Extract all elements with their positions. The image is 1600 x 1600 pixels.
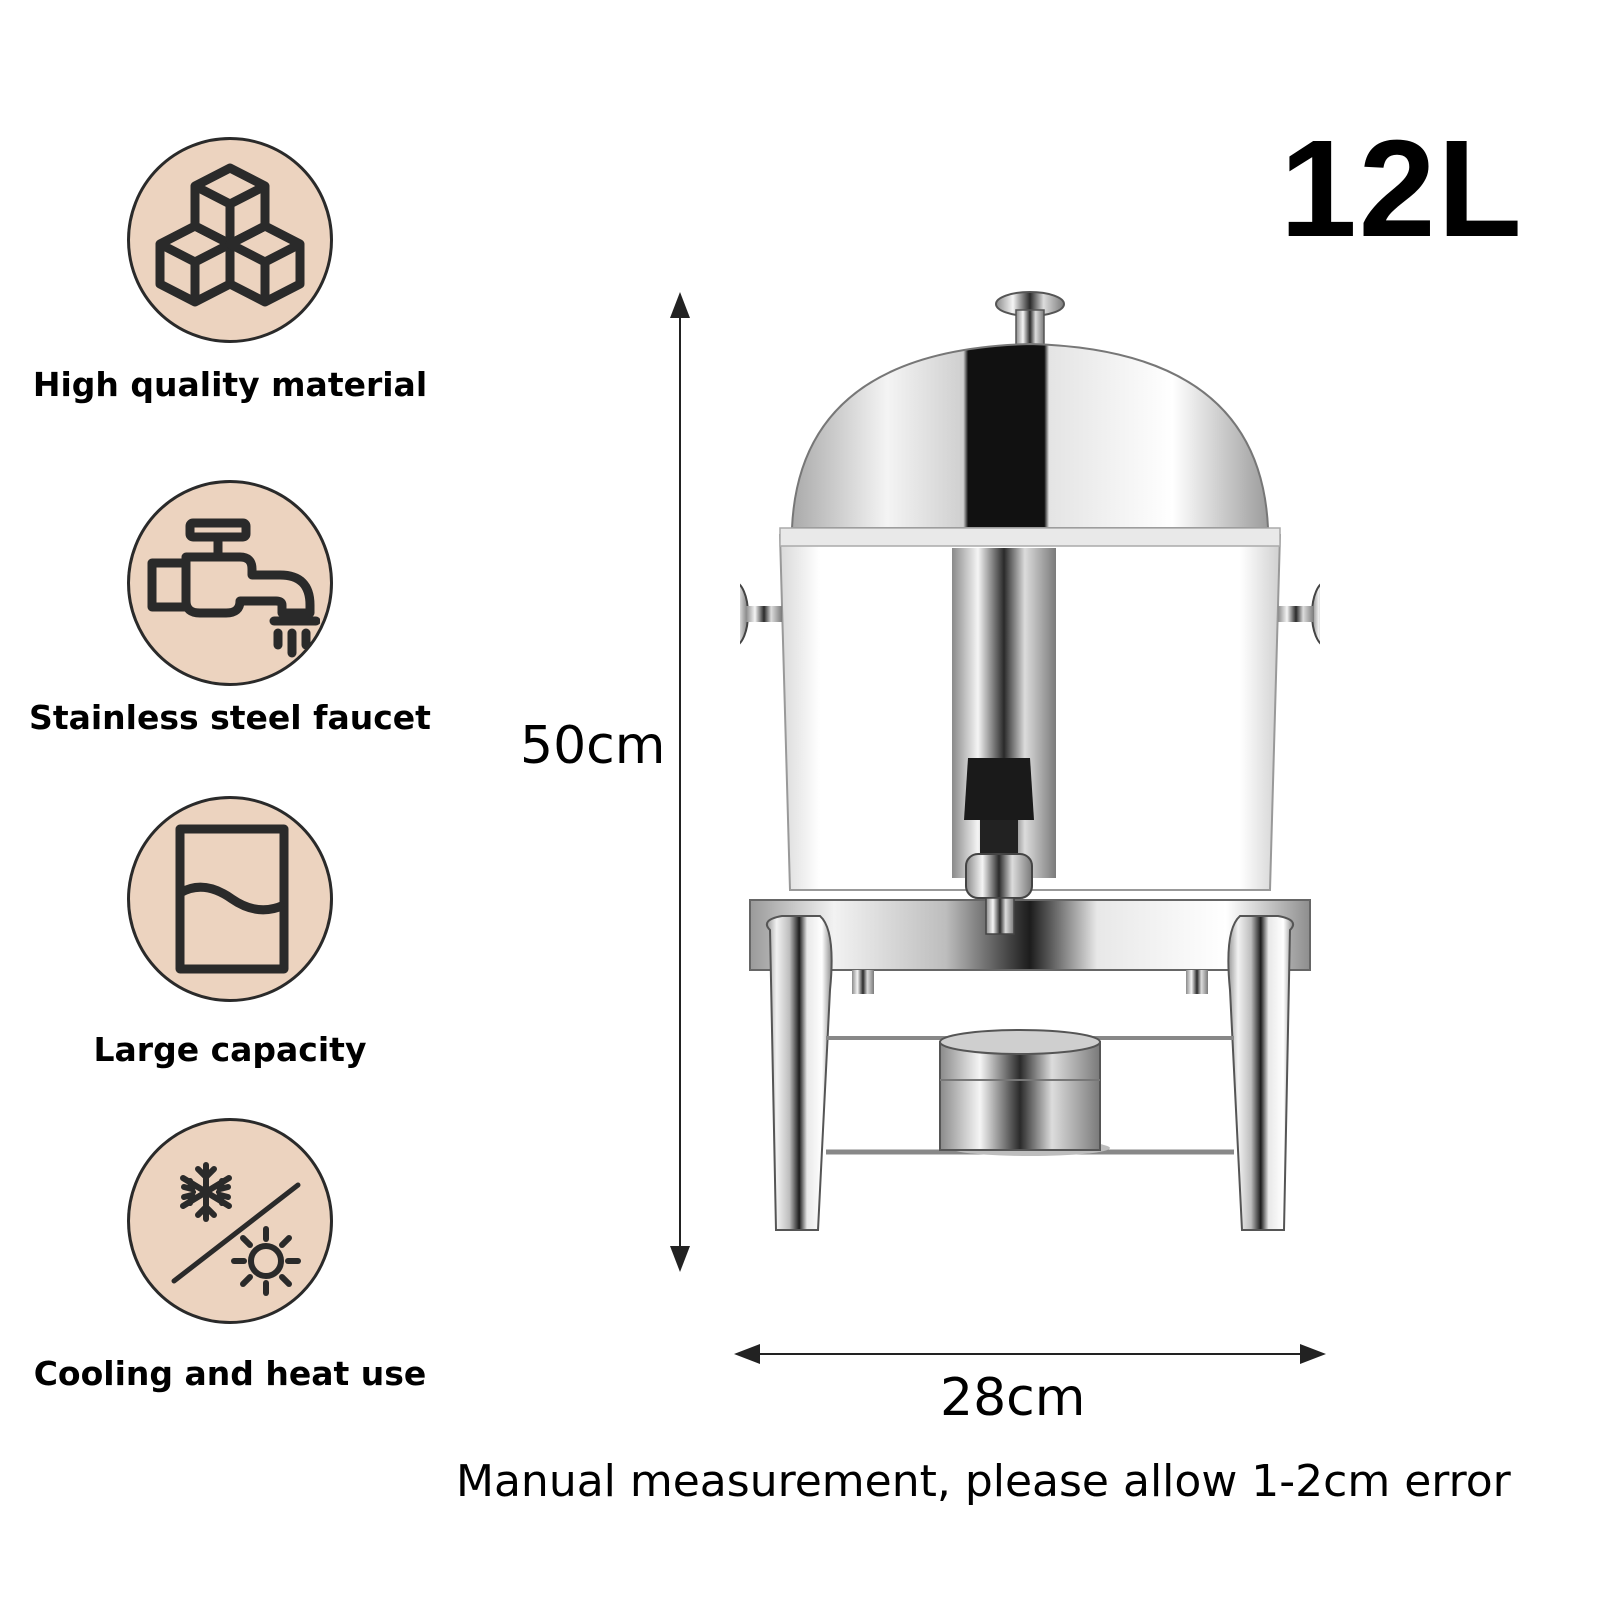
measurement-note: Manual measurement, please allow 1-2cm e… xyxy=(456,1456,1511,1507)
height-arrow xyxy=(670,292,690,1272)
feature-label: Large capacity xyxy=(93,1030,367,1069)
feature-label: Stainless steel faucet xyxy=(29,698,431,737)
ice-cubes-icon xyxy=(127,137,333,343)
height-dimension-label: 50cm xyxy=(520,716,666,776)
width-arrow xyxy=(734,1344,1326,1364)
beverage-dispenser-illustration xyxy=(740,291,1320,1231)
snowflake-sun-icon xyxy=(127,1118,333,1324)
container-level-icon xyxy=(127,796,333,1002)
faucet-icon xyxy=(127,480,333,686)
feature-high-quality-material: High quality material xyxy=(20,137,440,404)
feature-label: High quality material xyxy=(32,365,428,404)
feature-cooling-and-heat-use: Cooling and heat use xyxy=(20,1118,440,1393)
feature-label: Cooling and heat use xyxy=(33,1354,427,1393)
feature-large-capacity: Large capacity xyxy=(20,796,440,1069)
capacity-heading: 12L xyxy=(1280,112,1524,266)
width-dimension-label: 28cm xyxy=(940,1368,1086,1428)
feature-stainless-steel-faucet: Stainless steel faucet xyxy=(20,480,440,737)
